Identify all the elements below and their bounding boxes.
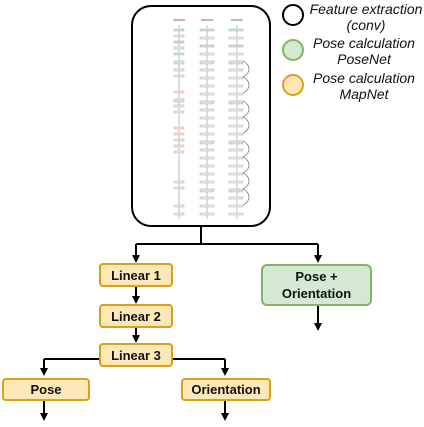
pose-label: Pose <box>30 382 62 397</box>
feature-extraction-box <box>131 5 271 227</box>
pose-orientation-line2: Orientation <box>281 286 352 301</box>
legend-mapnet-line1: Pose calculation <box>313 70 415 86</box>
pose-orientation-box: Pose + Orientation <box>261 264 372 306</box>
column-plain <box>173 28 185 216</box>
pose-orientation-line1: Pose + <box>295 269 338 284</box>
linear2-label: Linear 2 <box>111 308 161 324</box>
linear1-box: Linear 1 <box>99 263 173 287</box>
linear3-box: Linear 3 <box>99 343 173 367</box>
column-residual <box>228 28 244 216</box>
column-middle <box>199 28 215 216</box>
skip-connections <box>242 60 250 206</box>
linear2-box: Linear 2 <box>99 304 173 328</box>
orientation-label: Orientation <box>191 382 261 397</box>
pose-box: Pose <box>2 378 90 401</box>
legend-mapnet-circle <box>282 74 304 96</box>
legend-feature-circle <box>282 4 304 26</box>
orientation-box: Orientation <box>181 378 271 401</box>
network-architecture-thumbnail <box>173 19 250 219</box>
legend-feature-line2: (conv) <box>346 17 386 33</box>
linear1-label: Linear 1 <box>111 267 161 283</box>
legend-mapnet-text: Pose calculation MapNet <box>308 70 420 102</box>
legend-posenet-text: Pose calculation PoseNet <box>308 35 420 67</box>
legend-posenet-line2: PoseNet <box>337 51 391 67</box>
linear3-label: Linear 3 <box>111 347 161 363</box>
legend-posenet-circle <box>282 39 304 61</box>
legend-feature-text: Feature extraction (conv) <box>308 1 424 33</box>
legend-feature-line1: Feature extraction <box>309 1 423 17</box>
legend-posenet-line1: Pose calculation <box>313 35 415 51</box>
legend-mapnet-line2: MapNet <box>339 86 389 102</box>
